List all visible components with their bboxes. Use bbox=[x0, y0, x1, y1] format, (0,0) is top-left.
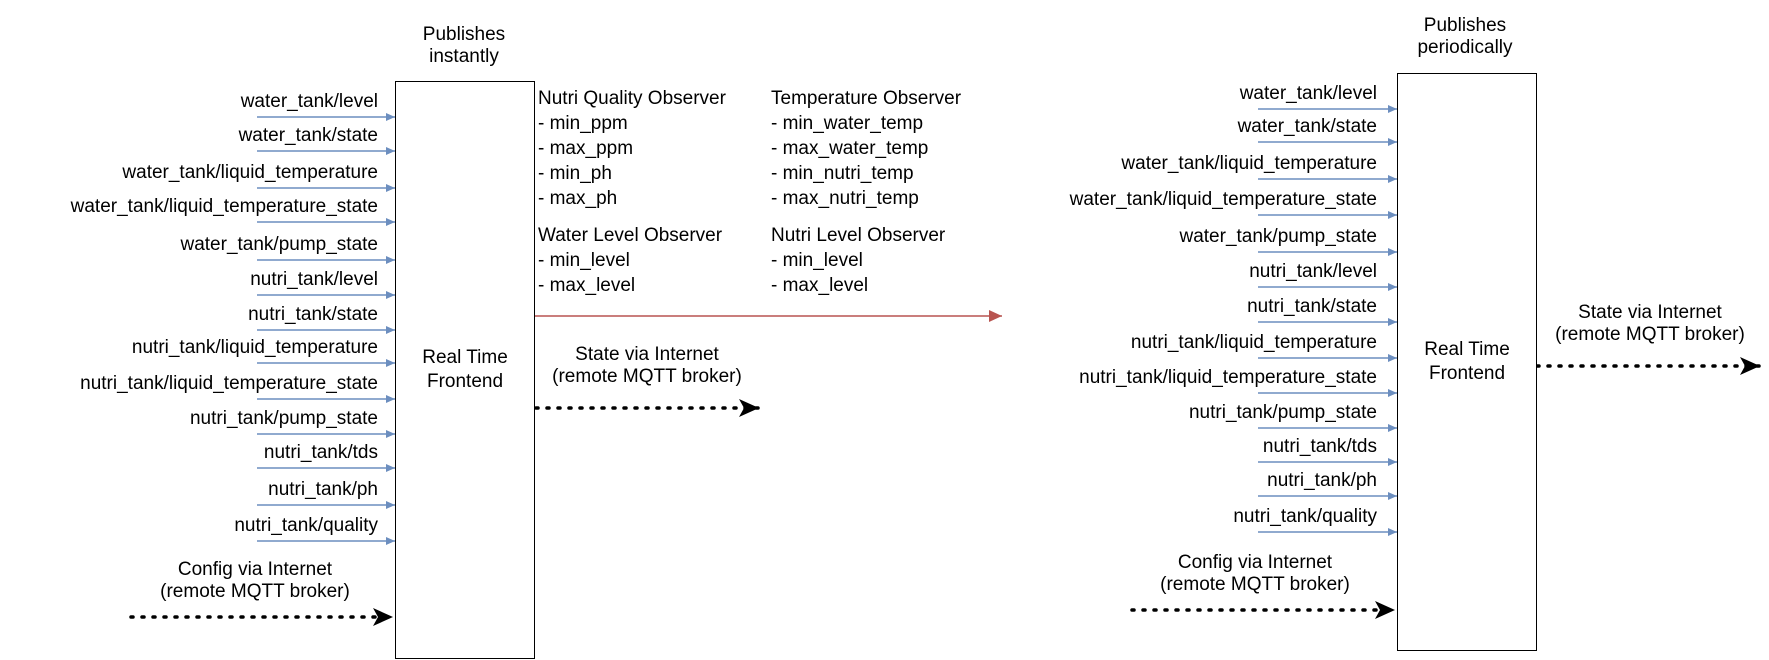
observer-item: - min_ppm bbox=[538, 113, 628, 134]
topic-label: water_tank/liquid_temperature_state bbox=[70, 196, 378, 217]
observer-item: - max_level bbox=[538, 275, 636, 296]
nutri-level-observer: Nutri Level Observer - min_level - max_l… bbox=[771, 223, 945, 298]
right-header-line-1: Publishes bbox=[1423, 15, 1507, 36]
left-header: Publishes instantly bbox=[404, 24, 524, 68]
right-topic-arrows bbox=[1258, 105, 1397, 536]
topic-label: nutri_tank/state bbox=[248, 304, 378, 325]
observer-item: - min_water_temp bbox=[771, 113, 924, 134]
temperature-observer: Temperature Observer - min_water_temp - … bbox=[771, 86, 961, 211]
topic-label: water_tank/liquid_temperature_state bbox=[1069, 189, 1377, 210]
observer-item: - max_ppm bbox=[538, 138, 634, 159]
topic-label: nutri_tank/liquid_temperature_state bbox=[80, 373, 378, 394]
observer-item: - max_level bbox=[771, 275, 869, 296]
right-config-line-2: (remote MQTT broker) bbox=[1160, 574, 1350, 595]
left-header-line-2: instantly bbox=[429, 46, 499, 67]
water-level-observer-title: Water Level Observer bbox=[538, 225, 723, 246]
left-box-label: Real Time Frontend bbox=[396, 346, 534, 394]
left-state-line-2: (remote MQTT broker) bbox=[552, 366, 742, 387]
nutri-quality-observer: Nutri Quality Observer - min_ppm - max_p… bbox=[538, 86, 726, 211]
observer-item: - min_level bbox=[771, 250, 863, 271]
observer-item: - max_ph bbox=[538, 188, 618, 209]
nutri-level-observer-title: Nutri Level Observer bbox=[771, 225, 946, 246]
topic-label: water_tank/state bbox=[1237, 116, 1377, 137]
topic-label: nutri_tank/ph bbox=[1267, 470, 1377, 491]
topic-label: nutri_tank/tds bbox=[1262, 436, 1377, 457]
topic-label: nutri_tank/liquid_temperature bbox=[1130, 332, 1377, 353]
observer-item: - min_ph bbox=[538, 163, 612, 184]
topic-label: water_tank/pump_state bbox=[1179, 226, 1377, 247]
left-topic-arrows bbox=[257, 113, 395, 545]
left-config-line-1: Config via Internet bbox=[177, 559, 333, 580]
left-real-time-frontend-box: Real Time Frontend bbox=[395, 81, 535, 659]
left-header-line-1: Publishes bbox=[422, 24, 506, 45]
topic-label: nutri_tank/state bbox=[1247, 296, 1377, 317]
left-state-label: State via Internet (remote MQTT broker) bbox=[532, 344, 762, 388]
topic-label: nutri_tank/pump_state bbox=[189, 408, 378, 429]
left-box-label-line-2: Frontend bbox=[426, 371, 504, 392]
right-box-label: Real Time Frontend bbox=[1398, 338, 1536, 386]
topic-label: water_tank/state bbox=[238, 125, 378, 146]
observer-item: - max_nutri_temp bbox=[771, 188, 919, 209]
topic-label: nutri_tank/tds bbox=[263, 442, 378, 463]
right-state-line-1: State via Internet bbox=[1578, 302, 1722, 323]
topic-label: nutri_tank/quality bbox=[1233, 506, 1377, 527]
topic-label: nutri_tank/liquid_temperature bbox=[131, 337, 378, 358]
right-config-line-1: Config via Internet bbox=[1177, 552, 1333, 573]
right-box-label-line-2: Frontend bbox=[1428, 363, 1506, 384]
topic-label: water_tank/level bbox=[240, 91, 378, 112]
topic-label: nutri_tank/pump_state bbox=[1188, 402, 1377, 423]
topic-label: nutri_tank/level bbox=[1249, 261, 1377, 282]
left-state-line-1: State via Internet bbox=[575, 344, 719, 365]
right-real-time-frontend-box: Real Time Frontend bbox=[1397, 73, 1537, 651]
right-header: Publishes periodically bbox=[1405, 15, 1525, 59]
observer-item: - min_level bbox=[538, 250, 630, 271]
water-level-observer: Water Level Observer - min_level - max_l… bbox=[538, 223, 722, 298]
topic-label: nutri_tank/quality bbox=[234, 515, 378, 536]
left-box-label-line-1: Real Time bbox=[422, 347, 508, 368]
nutri-quality-observer-title: Nutri Quality Observer bbox=[538, 88, 726, 109]
topic-label: water_tank/liquid_temperature bbox=[1121, 153, 1377, 174]
topic-label: water_tank/level bbox=[1239, 83, 1377, 104]
left-config-line-2: (remote MQTT broker) bbox=[160, 581, 350, 602]
left-config-label: Config via Internet (remote MQTT broker) bbox=[135, 559, 375, 603]
right-state-line-2: (remote MQTT broker) bbox=[1555, 324, 1745, 345]
observer-item: - max_water_temp bbox=[771, 138, 929, 159]
right-config-label: Config via Internet (remote MQTT broker) bbox=[1135, 552, 1375, 596]
topic-label: nutri_tank/level bbox=[250, 269, 378, 290]
right-header-line-2: periodically bbox=[1417, 37, 1513, 58]
observer-item: - min_nutri_temp bbox=[771, 163, 914, 184]
topic-label: water_tank/pump_state bbox=[180, 234, 378, 255]
right-state-label: State via Internet (remote MQTT broker) bbox=[1535, 302, 1765, 346]
topic-label: nutri_tank/ph bbox=[268, 479, 378, 500]
topic-label: water_tank/liquid_temperature bbox=[122, 162, 378, 183]
right-box-label-line-1: Real Time bbox=[1424, 339, 1510, 360]
topic-label: nutri_tank/liquid_temperature_state bbox=[1079, 367, 1377, 388]
temperature-observer-title: Temperature Observer bbox=[771, 88, 962, 109]
